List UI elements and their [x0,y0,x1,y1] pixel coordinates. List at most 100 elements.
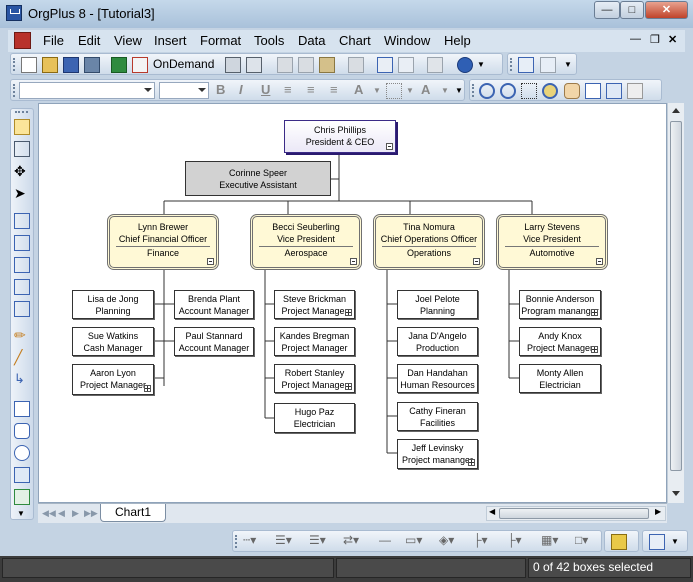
menu-format[interactable]: Format [200,33,242,48]
italic-icon[interactable]: I [239,82,243,97]
fill-color-icon[interactable]: ◈▾ [439,533,455,547]
org-box-employee[interactable]: Joel Pelote Planning [397,290,478,319]
org-box-employee[interactable]: Brenda Plant Account Manager [174,290,254,319]
insert-subordinate-icon[interactable] [14,279,30,295]
font-size-select[interactable] [159,82,209,99]
rounded-rectangle-icon[interactable] [14,423,30,439]
underline-icon[interactable]: U [261,82,271,97]
toolbar-dropdown-icon[interactable]: ▼ [477,60,485,69]
distribute-icon[interactable]: ├▾ [507,533,522,547]
menu-view[interactable]: View [114,33,142,48]
toolbar-dropdown-icon[interactable]: ▼ [17,509,25,518]
org-box-vp-operations[interactable]: Tina Nomura Chief Operations Officer Ope… [373,214,485,270]
arrow-style-icon[interactable]: ⇄▾ [343,533,360,547]
line-tool-icon[interactable]: ╱ [14,349,23,365]
shape-icon[interactable]: ▭▾ [405,533,423,547]
expand-icon[interactable] [591,346,598,353]
scroll-left-icon[interactable]: ◀ [489,507,496,516]
scroll-down-icon[interactable] [672,491,680,496]
bold-icon[interactable]: B [216,82,226,97]
insert-manager-icon[interactable] [14,213,30,229]
shadow-icon[interactable]: ▦▾ [541,533,559,547]
expand-icon[interactable] [468,459,475,466]
photo-icon[interactable] [540,57,556,73]
insert-coworker-icon[interactable] [14,235,30,251]
horizontal-scroll-thumb[interactable] [499,508,649,519]
line-dash-icon[interactable]: ┄▾ [243,533,257,547]
toolbar-dropdown-icon[interactable]: ▼ [564,60,572,69]
org-layout-icon[interactable] [627,83,643,99]
org-box-employee[interactable]: Lisa de Jong Planning [72,290,154,319]
collapse-icon[interactable] [596,258,603,265]
rectangle-tool-icon[interactable] [14,401,30,417]
menu-file[interactable]: File [43,33,64,48]
insert-assistant-icon[interactable] [14,257,30,273]
print-preview-icon[interactable] [246,57,262,73]
title-bar[interactable]: OrgPlus 8 - [Tutorial3] — □ ✕ [0,0,693,28]
prev-tab-icon[interactable]: ◀ [58,508,65,518]
org-box-assistant[interactable]: Corinne Speer Executive Assistant [185,161,331,196]
scroll-up-icon[interactable] [672,108,680,113]
align-center-icon[interactable]: ≡ [307,82,315,97]
text-box-icon[interactable] [14,467,30,483]
fit-width-icon[interactable] [606,83,622,99]
line-weight-icon[interactable]: ☰▾ [275,533,292,547]
align-left-icon[interactable]: ≡ [284,82,292,97]
org-box-employee[interactable]: Paul Stannard Account Manager [174,327,254,356]
format-painter-icon[interactable] [348,57,364,73]
minimize-button[interactable]: — [594,1,620,19]
org-box-employee[interactable]: Jana D'Angelo Production [397,327,478,356]
close-button[interactable]: ✕ [645,1,688,19]
document-icon[interactable] [14,32,31,49]
help-icon[interactable] [457,57,473,73]
orgplus-app-icon[interactable] [6,5,22,21]
org-box-employee[interactable]: Hugo Paz Electrician [274,403,355,433]
picture-tool-icon[interactable] [14,489,30,505]
highlight-color-icon[interactable]: A [421,82,431,97]
scroll-right-icon[interactable]: ▶ [655,507,662,516]
maximize-button[interactable]: □ [620,1,644,19]
refresh-icon[interactable] [427,57,443,73]
zoom-in-icon[interactable] [479,83,495,99]
org-box-vp-automotive[interactable]: Larry Stevens Vice President Automotive [496,214,608,270]
pen-icon[interactable]: ✏ [14,327,26,343]
mdi-close-icon[interactable]: ✕ [668,34,678,46]
org-box-employee[interactable]: Aaron Lyon Project Manager [72,364,154,395]
org-box-employee[interactable]: Monty Allen Electrician [519,364,601,393]
org-box-employee[interactable]: Cathy Fineran Facilities [397,402,478,431]
menu-data[interactable]: Data [298,33,326,48]
font-name-select[interactable] [19,82,155,99]
line-icon[interactable]: — [379,533,391,547]
print-icon[interactable] [225,57,241,73]
open-icon[interactable] [42,57,58,73]
redo-icon[interactable] [398,57,414,73]
menu-chart[interactable]: Chart [339,33,371,48]
expand-icon[interactable] [345,309,352,316]
org-box-employee[interactable]: Kandes Bregman Project Manager [274,327,355,356]
copy-icon[interactable] [298,57,314,73]
chart-canvas[interactable]: Chris Phillips President & CEO Corinne S… [38,103,667,503]
org-box-vp-aerospace[interactable]: Becci Seuberling Vice President Aerospac… [250,214,362,270]
publish-icon[interactable] [84,57,100,73]
chevron-down-icon[interactable]: ▼ [373,86,381,95]
org-structure-icon[interactable] [649,534,665,550]
org-box-employee[interactable]: Andy Knox Project Manager [519,327,601,356]
connector-tool-icon[interactable]: ↳ [14,371,25,386]
undo-icon[interactable] [377,57,393,73]
move-tool-icon[interactable]: ✥ [14,163,26,179]
org-box-employee[interactable]: Bonnie Anderson Program mananger [519,290,601,319]
expand-icon[interactable] [345,383,352,390]
ondemand-button[interactable]: OnDemand [153,57,215,71]
org-box-employee[interactable]: Robert Stanley Project Manager [274,364,355,393]
collapse-icon[interactable] [207,258,214,265]
pointer-icon[interactable] [14,119,30,135]
chevron-down-icon[interactable]: ▼ [441,86,449,95]
org-box-employee[interactable]: Sue Watkins Cash Manager [72,327,154,356]
align-right-icon[interactable]: ≡ [330,82,338,97]
collapse-icon[interactable] [350,258,357,265]
calendar-icon[interactable] [518,57,534,73]
ondemand-icon[interactable] [132,57,148,73]
fit-page-icon[interactable] [585,83,601,99]
ellipse-tool-icon[interactable] [14,445,30,461]
org-box-ceo[interactable]: Chris Phillips President & CEO [284,120,396,153]
